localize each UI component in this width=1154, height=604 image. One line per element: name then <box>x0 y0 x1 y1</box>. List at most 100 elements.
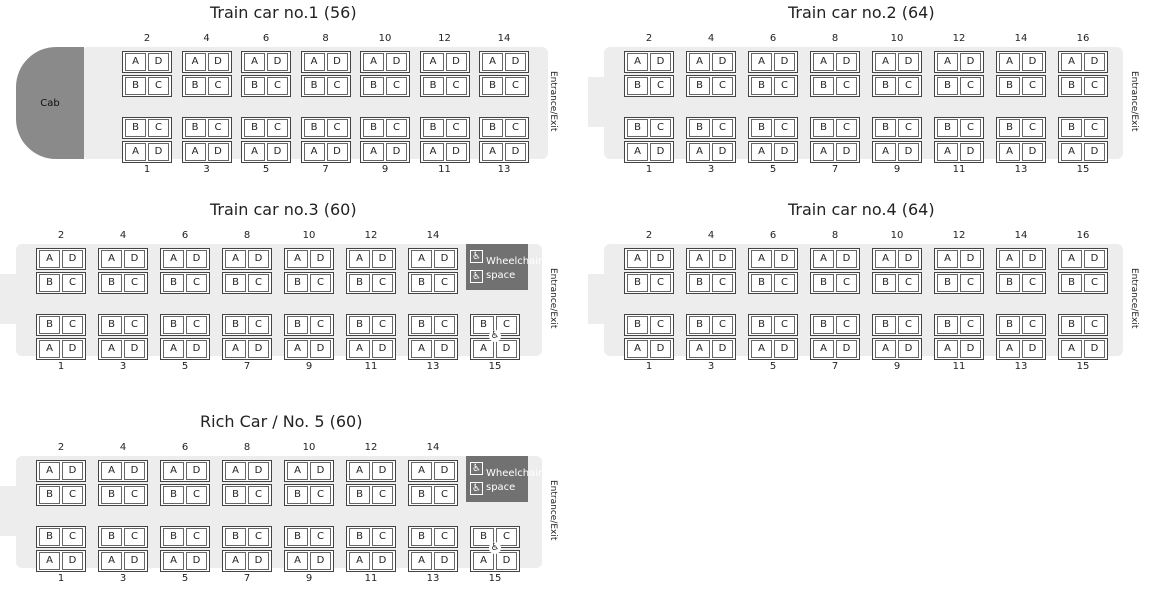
seat[interactable]: B <box>349 486 370 504</box>
seat[interactable]: D <box>1022 143 1043 161</box>
seat[interactable]: D <box>712 250 733 268</box>
seat[interactable]: A <box>349 552 370 570</box>
seat[interactable]: D <box>372 340 393 358</box>
seat[interactable]: C <box>650 316 671 334</box>
seat[interactable]: B <box>689 77 710 95</box>
seat[interactable]: A <box>627 53 648 71</box>
seat[interactable]: C <box>774 316 795 334</box>
seat[interactable]: D <box>434 340 455 358</box>
seat[interactable]: B <box>39 486 60 504</box>
seat[interactable]: A <box>363 143 384 161</box>
seat[interactable]: B <box>751 316 772 334</box>
seat[interactable]: D <box>712 143 733 161</box>
seat[interactable]: B <box>482 77 503 95</box>
seat[interactable]: A <box>163 462 184 480</box>
seat[interactable]: C <box>310 528 331 546</box>
seat[interactable]: B <box>1061 77 1082 95</box>
seat[interactable]: B <box>287 316 308 334</box>
seat[interactable]: B <box>627 316 648 334</box>
seat[interactable]: C <box>445 119 467 137</box>
seat[interactable]: C <box>650 119 671 137</box>
seat[interactable]: D <box>712 340 733 358</box>
seat[interactable]: C <box>505 119 526 137</box>
seat[interactable]: D <box>434 552 455 570</box>
seat[interactable]: C <box>62 528 83 546</box>
seat[interactable]: B <box>163 528 184 546</box>
seat[interactable]: B <box>937 119 958 137</box>
seat[interactable]: C <box>186 486 207 504</box>
seat[interactable]: A <box>411 340 432 358</box>
seat[interactable]: B <box>422 77 444 95</box>
seat[interactable]: A <box>627 250 648 268</box>
seat[interactable]: A <box>937 250 958 268</box>
seat[interactable]: B <box>163 486 184 504</box>
seat[interactable]: C <box>1084 316 1105 334</box>
seat[interactable]: D <box>434 250 455 268</box>
seat[interactable]: C <box>1022 77 1043 95</box>
seat[interactable]: D <box>960 53 981 71</box>
seat[interactable]: C <box>372 528 393 546</box>
seat[interactable]: C <box>836 274 857 292</box>
seat[interactable]: A <box>751 53 772 71</box>
seat[interactable]: D <box>836 143 857 161</box>
seat[interactable]: B <box>482 119 503 137</box>
seat[interactable]: D <box>650 143 671 161</box>
seat[interactable]: B <box>101 316 122 334</box>
seat[interactable]: A <box>287 462 308 480</box>
seat[interactable]: A <box>482 143 503 161</box>
seat[interactable]: C <box>1084 274 1105 292</box>
seat[interactable]: C <box>960 316 981 334</box>
seat[interactable]: C <box>372 274 393 292</box>
seat[interactable]: C <box>650 274 671 292</box>
seat[interactable]: A <box>627 143 648 161</box>
seat[interactable]: B <box>101 486 122 504</box>
seat[interactable]: B <box>473 528 494 546</box>
seat[interactable]: A <box>689 143 710 161</box>
seat[interactable]: A <box>163 340 184 358</box>
seat[interactable]: B <box>125 77 146 95</box>
seat[interactable]: A <box>349 340 370 358</box>
seat[interactable]: C <box>207 119 229 137</box>
seat[interactable]: D <box>310 340 331 358</box>
seat[interactable]: B <box>411 316 432 334</box>
seat[interactable]: A <box>813 53 834 71</box>
seat[interactable]: A <box>363 53 384 71</box>
seat[interactable]: D <box>124 462 145 480</box>
seat[interactable]: D <box>148 143 169 161</box>
seat[interactable]: D <box>248 552 269 570</box>
seat[interactable]: B <box>125 119 146 137</box>
seat[interactable]: B <box>244 77 265 95</box>
seat[interactable]: D <box>207 143 229 161</box>
seat[interactable]: B <box>1061 274 1082 292</box>
seat[interactable]: B <box>411 274 432 292</box>
seat[interactable]: C <box>1022 274 1043 292</box>
seat[interactable]: A <box>689 340 710 358</box>
seat[interactable]: D <box>774 143 795 161</box>
seat[interactable]: D <box>310 250 331 268</box>
seat[interactable]: C <box>836 119 857 137</box>
seat[interactable]: B <box>163 274 184 292</box>
seat[interactable]: A <box>101 340 122 358</box>
seat[interactable]: D <box>496 552 517 570</box>
seat[interactable]: B <box>937 316 958 334</box>
seat[interactable]: D <box>386 143 407 161</box>
seat[interactable]: C <box>1022 316 1043 334</box>
seat[interactable]: D <box>836 250 857 268</box>
seat[interactable]: A <box>39 552 60 570</box>
seat[interactable]: B <box>225 274 246 292</box>
seat[interactable]: D <box>62 462 83 480</box>
seat[interactable]: D <box>1084 250 1105 268</box>
seat[interactable]: C <box>434 316 455 334</box>
seat[interactable]: B <box>422 119 444 137</box>
seat[interactable]: C <box>267 119 288 137</box>
seat[interactable]: D <box>960 143 981 161</box>
seat[interactable]: B <box>39 274 60 292</box>
seat[interactable]: B <box>689 274 710 292</box>
seat[interactable]: B <box>813 119 834 137</box>
seat[interactable]: D <box>836 340 857 358</box>
seat[interactable]: D <box>1022 340 1043 358</box>
seat[interactable]: A <box>422 143 444 161</box>
seat[interactable]: C <box>960 77 981 95</box>
seat[interactable]: B <box>999 274 1020 292</box>
seat[interactable]: C <box>248 528 269 546</box>
